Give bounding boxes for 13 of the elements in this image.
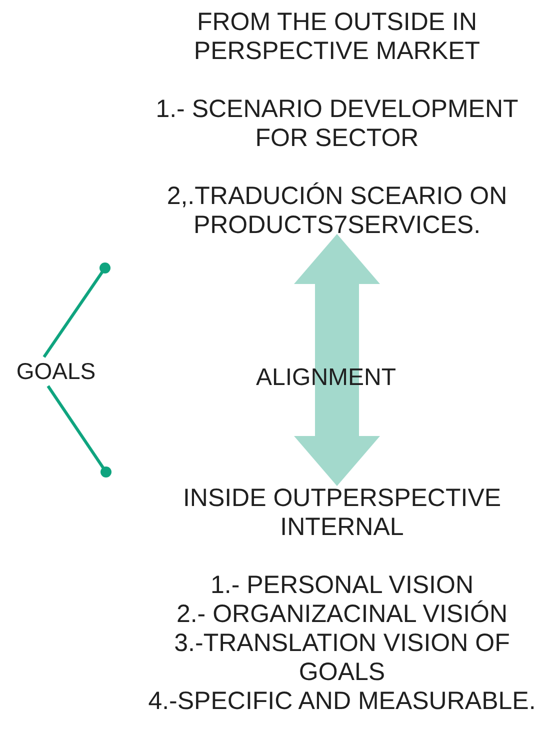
- list-item-text: 3.-TRANSLATION VISION OF GOALS: [173, 629, 511, 687]
- list-item-text: 1.- PERSONAL VISION: [209, 571, 475, 600]
- list-item-text: 4.-SPECIFIC AND MEASURABLE.: [147, 687, 537, 716]
- connector-line: [46, 385, 112, 478]
- node-label: GOALS: [15, 357, 97, 386]
- heading-text: FROM THE OUTSIDE IN PERSPECTIVE MARKET: [192, 8, 482, 66]
- edge-label: ALIGNMENT: [256, 363, 396, 392]
- list-item-text: 1.- SCENARIO DEVELOPMENT FOR SECTOR: [154, 95, 520, 153]
- connector-line: [42, 262, 110, 358]
- heading-text: INSIDE OUTPERSPECTIVE INTERNAL: [182, 484, 502, 542]
- double-arrow: [294, 234, 380, 486]
- list-item-text: 2,.TRADUCIÓN SCEARIO ON PRODUCTS7SERVICES.: [166, 182, 508, 240]
- list-item-text: 2.- ORGANIZACINAL VISIÓN: [175, 600, 509, 629]
